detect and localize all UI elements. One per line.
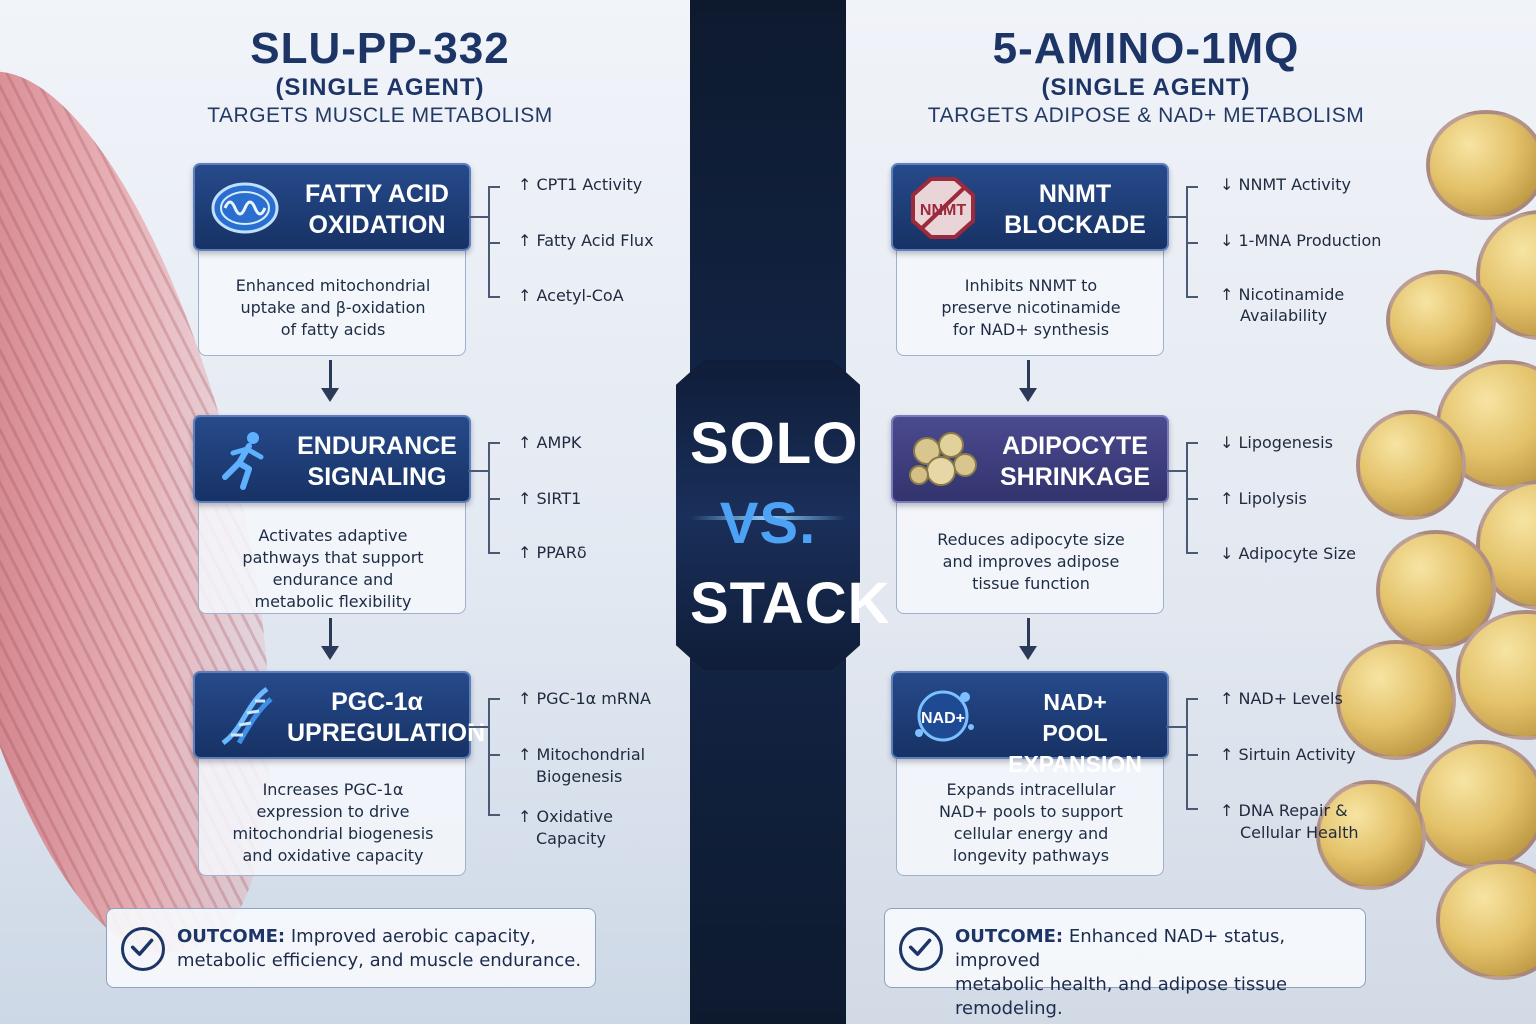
flow-arrow [1027, 360, 1030, 390]
flow-arrow [329, 360, 332, 390]
right-step-adipocyte-shrinkage: ADIPOCYTE SHRINKAGE Reduces adipocyte si… [891, 415, 1169, 614]
step-title: ADIPOCYTE SHRINKAGE [999, 432, 1150, 491]
outcome-text: OUTCOME: Enhanced NAD+ status, improved … [955, 926, 1288, 1019]
step-description: Increases PGC-1α expression to drive mit… [232, 780, 434, 865]
effect-item: ↓ Adipocyte Size [1220, 544, 1357, 563]
effect-item: ↑ PPARδ [518, 543, 587, 562]
nad-molecule-icon: NAD+ [915, 690, 974, 742]
flow-arrow-head [321, 646, 339, 660]
right-subtitle: (SINGLE AGENT) [1041, 74, 1251, 101]
dna-icon [221, 686, 273, 746]
step-description: Inhibits NNMT to preserve nicotinamide f… [941, 276, 1121, 339]
check-icon [899, 927, 943, 971]
effect-item: Capacity [536, 829, 606, 848]
step-header: PGC-1α UPREGULATION [193, 671, 486, 759]
effect-item: Availability [1240, 306, 1328, 325]
right-target: TARGETS ADIPOSE & NAD+ METABOLISM [927, 104, 1365, 127]
step-title: FATTY ACID OXIDATION [305, 180, 449, 239]
mitochondria-icon [211, 182, 279, 234]
effect-item: ↑ Nicotinamide [1220, 285, 1345, 304]
effect-item: ↑ PGC-1α mRNA [518, 689, 651, 708]
flow-arrow [329, 618, 332, 648]
center-vs-text: VS. [719, 491, 817, 556]
center-stack-text: STACK [690, 571, 891, 636]
outcome-text: OUTCOME: Improved aerobic capacity, meta… [177, 926, 582, 971]
center-badge [676, 360, 860, 670]
effect-item: ↑ Fatty Acid Flux [518, 231, 654, 250]
step-description: Reduces adipocyte size and improves adip… [937, 530, 1125, 593]
step-title: NNMT BLOCKADE [1004, 180, 1146, 239]
effect-item: ↓ Lipogenesis [1220, 433, 1333, 452]
left-target: TARGETS MUSCLE METABOLISM [207, 104, 553, 127]
flow-arrow-head [321, 388, 339, 402]
effect-item: ↑ AMPK [518, 433, 582, 452]
step-title: NAD+ POOL EXPANSION [1008, 689, 1142, 777]
svg-text:NAD+: NAD+ [921, 710, 965, 727]
center-glow-line [690, 516, 846, 520]
step-header: FATTY ACID OXIDATION [193, 163, 471, 251]
left-outcome: OUTCOME: Improved aerobic capacity, meta… [106, 908, 596, 988]
right-step-nad-pool-expansion: NAD+ NAD+ POOL EXPANSION Expands intrace… [891, 671, 1169, 876]
step-title: PGC-1α UPREGULATION [287, 688, 486, 747]
stop-sign-icon: NNMT [911, 177, 975, 239]
effect-item: ↓ NNMT Activity [1220, 175, 1351, 194]
flow-arrow-head [1019, 388, 1037, 402]
effect-item: ↓ 1-MNA Production [1220, 231, 1382, 250]
flow-arrow-head [1019, 646, 1037, 660]
effect-item: ↑ DNA Repair & [1220, 801, 1348, 820]
step-header: ADIPOCYTE SHRINKAGE [891, 415, 1169, 503]
step-header: NNMT NNMT BLOCKADE [891, 163, 1169, 251]
adipose-tissue-illustration [1276, 80, 1536, 980]
left-title: SLU-PP-332 [250, 24, 510, 73]
right-step-nnmt-blockade: NNMT NNMT BLOCKADE Inhibits NNMT to pres… [891, 163, 1169, 356]
effect-item: ↑ Acetyl-CoA [518, 286, 624, 305]
left-step-pgc-upregulation: PGC-1α UPREGULATION Increases PGC-1α exp… [193, 671, 485, 876]
step-description: Activates adaptive pathways that support… [242, 526, 424, 611]
left-step-fatty-acid-oxidation: FATTY ACID OXIDATION Enhanced mitochondr… [193, 163, 471, 356]
flow-arrow [1027, 618, 1030, 648]
effect-item: ↑ Oxidative [518, 807, 613, 826]
step-header: ENDURANCE SIGNALING [193, 415, 471, 503]
effect-item: Biogenesis [536, 767, 623, 786]
runner-icon [222, 432, 264, 490]
step-title: ENDURANCE SIGNALING [297, 432, 457, 491]
step-description: Expands intracellular NAD+ pools to supp… [939, 780, 1123, 865]
center-solo-text: SOLO [690, 411, 859, 476]
check-icon [121, 927, 165, 971]
step-header: NAD+ NAD+ POOL EXPANSION [891, 671, 1169, 777]
effect-item: Cellular Health [1240, 823, 1359, 842]
effect-item: ↑ NAD+ Levels [1220, 689, 1343, 708]
right-outcome: OUTCOME: Enhanced NAD+ status, improved … [884, 908, 1366, 1019]
effect-item: ↑ CPT1 Activity [518, 175, 643, 194]
step-description: Enhanced mitochondrial uptake and β-oxid… [235, 276, 431, 339]
fat-cells-icon [909, 432, 977, 486]
left-subtitle: (SINGLE AGENT) [275, 74, 485, 101]
effect-item: ↑ Mitochondrial [518, 745, 646, 764]
right-title: 5-AMINO-1MQ [992, 24, 1300, 73]
effect-item: ↑ SIRT1 [518, 489, 582, 508]
left-step-endurance-signaling: ENDURANCE SIGNALING Activates adaptive p… [193, 415, 471, 614]
effect-item: ↑ Sirtuin Activity [1220, 745, 1356, 764]
effect-item: ↑ Lipolysis [1220, 489, 1307, 508]
